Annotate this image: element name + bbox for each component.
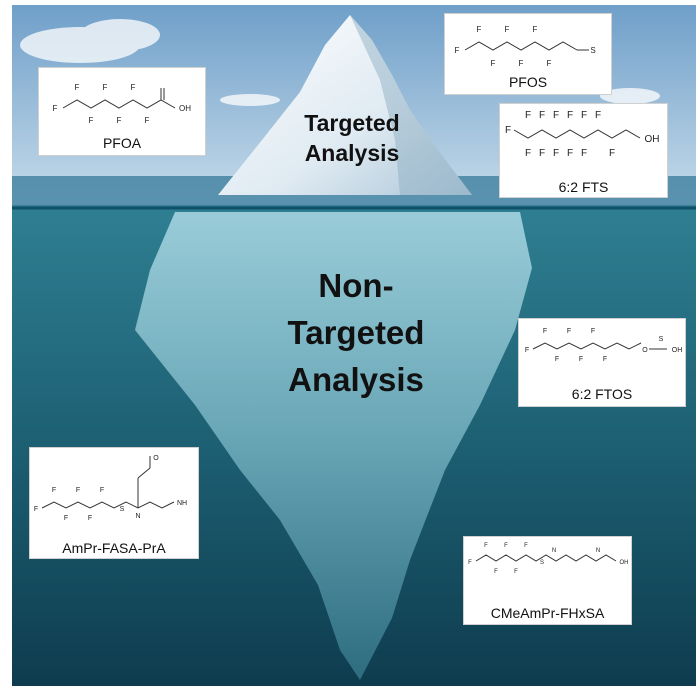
- atom-f: F: [34, 506, 38, 513]
- atom-f: F: [591, 328, 595, 335]
- atom-f: F: [88, 515, 92, 522]
- compound-name: 6:2 FTOS: [571, 386, 633, 402]
- atom-f: F: [519, 59, 524, 68]
- atom-nh: NH: [177, 500, 187, 507]
- atom-f: F: [609, 148, 615, 159]
- atom-f: F: [504, 543, 508, 549]
- compound-name: PFOA: [102, 135, 142, 151]
- atom-f: F: [145, 116, 150, 125]
- atom-f: F: [76, 487, 80, 494]
- headline-line: Analysis: [288, 361, 424, 398]
- atom-s: S: [590, 46, 595, 55]
- atom-f: F: [581, 110, 587, 121]
- ftos-card: F F F F F F F O S OH 6:2 FTOS: [518, 318, 686, 407]
- atom-f: F: [89, 116, 94, 125]
- atom-f: F: [455, 46, 460, 55]
- atom-f: F: [514, 569, 518, 575]
- ftos-structure: F F F F F F F O S OH: [525, 328, 683, 363]
- atom-o: O: [153, 455, 159, 462]
- targeted-analysis-label: Targeted Analysis: [262, 108, 442, 168]
- atom-f: F: [555, 356, 559, 363]
- atom-f: F: [468, 560, 472, 566]
- atom-f: F: [547, 59, 552, 68]
- atom-f: F: [525, 110, 531, 121]
- atom-f: F: [595, 110, 601, 121]
- atom-f: F: [505, 25, 510, 34]
- non-targeted-analysis-label: Non- Targeted Analysis: [248, 262, 464, 403]
- atom-f: F: [53, 104, 58, 113]
- atom-f: F: [525, 148, 531, 159]
- compound-name: AmPr-FASA-PrA: [62, 540, 166, 556]
- headline-line: Non-: [318, 267, 394, 304]
- atom-f: F: [567, 110, 573, 121]
- atom-f: F: [581, 148, 587, 159]
- fts-card: F F F F F F F F F F F F F OH 6:2 FTS: [499, 103, 668, 198]
- atom-f: F: [131, 83, 136, 92]
- atom-f: F: [553, 110, 559, 121]
- compound-name: CMeAmPr-FHxSA: [490, 605, 605, 621]
- atom-n: N: [596, 548, 600, 554]
- atom-f: F: [603, 356, 607, 363]
- atom-n: N: [135, 513, 140, 520]
- cmeampr-card: F F F F F F S N N OH CMeAmPr-FHxSA: [463, 536, 632, 625]
- atom-oh: OH: [645, 134, 660, 145]
- amprfasa-structure: F F F F F F S N NH O: [34, 455, 187, 522]
- clouds: [20, 19, 660, 106]
- cmeampr-structure: F F F F F F S N N OH: [468, 543, 629, 575]
- pfoa-structure: F F F F F F F OH: [53, 83, 192, 125]
- atom-oh: OH: [620, 560, 629, 566]
- atom-n: N: [552, 548, 556, 554]
- atom-s: S: [540, 560, 544, 566]
- atom-f: F: [553, 148, 559, 159]
- pfos-structure: F F F F F F F S: [455, 25, 596, 68]
- atom-s: S: [120, 506, 125, 513]
- atom-o: O: [642, 347, 648, 354]
- atom-s: S: [659, 336, 664, 343]
- atom-f: F: [100, 487, 104, 494]
- atom-f: F: [567, 148, 573, 159]
- headline-line: Targeted: [304, 110, 400, 136]
- atom-f: F: [539, 110, 545, 121]
- fts-structure: F F F F F F F F F F F F F OH: [505, 110, 660, 159]
- atom-f: F: [103, 83, 108, 92]
- atom-f: F: [543, 328, 547, 335]
- headline-line: Analysis: [304, 140, 400, 166]
- atom-oh: OH: [179, 104, 191, 113]
- atom-f: F: [484, 543, 488, 549]
- atom-f: F: [117, 116, 122, 125]
- atom-f: F: [567, 328, 571, 335]
- atom-f: F: [477, 25, 482, 34]
- atom-f: F: [491, 59, 496, 68]
- amprfasa-card: F F F F F F S N NH O AmPr-FASA-PrA: [29, 447, 199, 559]
- atom-f: F: [533, 25, 538, 34]
- atom-f: F: [525, 347, 529, 354]
- atom-oh: OH: [672, 347, 683, 354]
- iceberg-submerged: [135, 212, 532, 680]
- atom-f: F: [64, 515, 68, 522]
- atom-f: F: [75, 83, 80, 92]
- compound-name: PFOS: [508, 74, 548, 90]
- pfoa-card: F F F F F F F OH PFOA: [38, 67, 206, 156]
- iceberg-shadow: [350, 15, 472, 195]
- pfos-card: F F F F F F F S PFOS: [444, 13, 612, 95]
- headline-line: Targeted: [287, 314, 425, 351]
- compound-name: 6:2 FTS: [558, 179, 609, 195]
- atom-f: F: [579, 356, 583, 363]
- atom-f: F: [52, 487, 56, 494]
- atom-f: F: [505, 125, 511, 136]
- atom-f: F: [524, 543, 528, 549]
- atom-f: F: [539, 148, 545, 159]
- atom-f: F: [494, 569, 498, 575]
